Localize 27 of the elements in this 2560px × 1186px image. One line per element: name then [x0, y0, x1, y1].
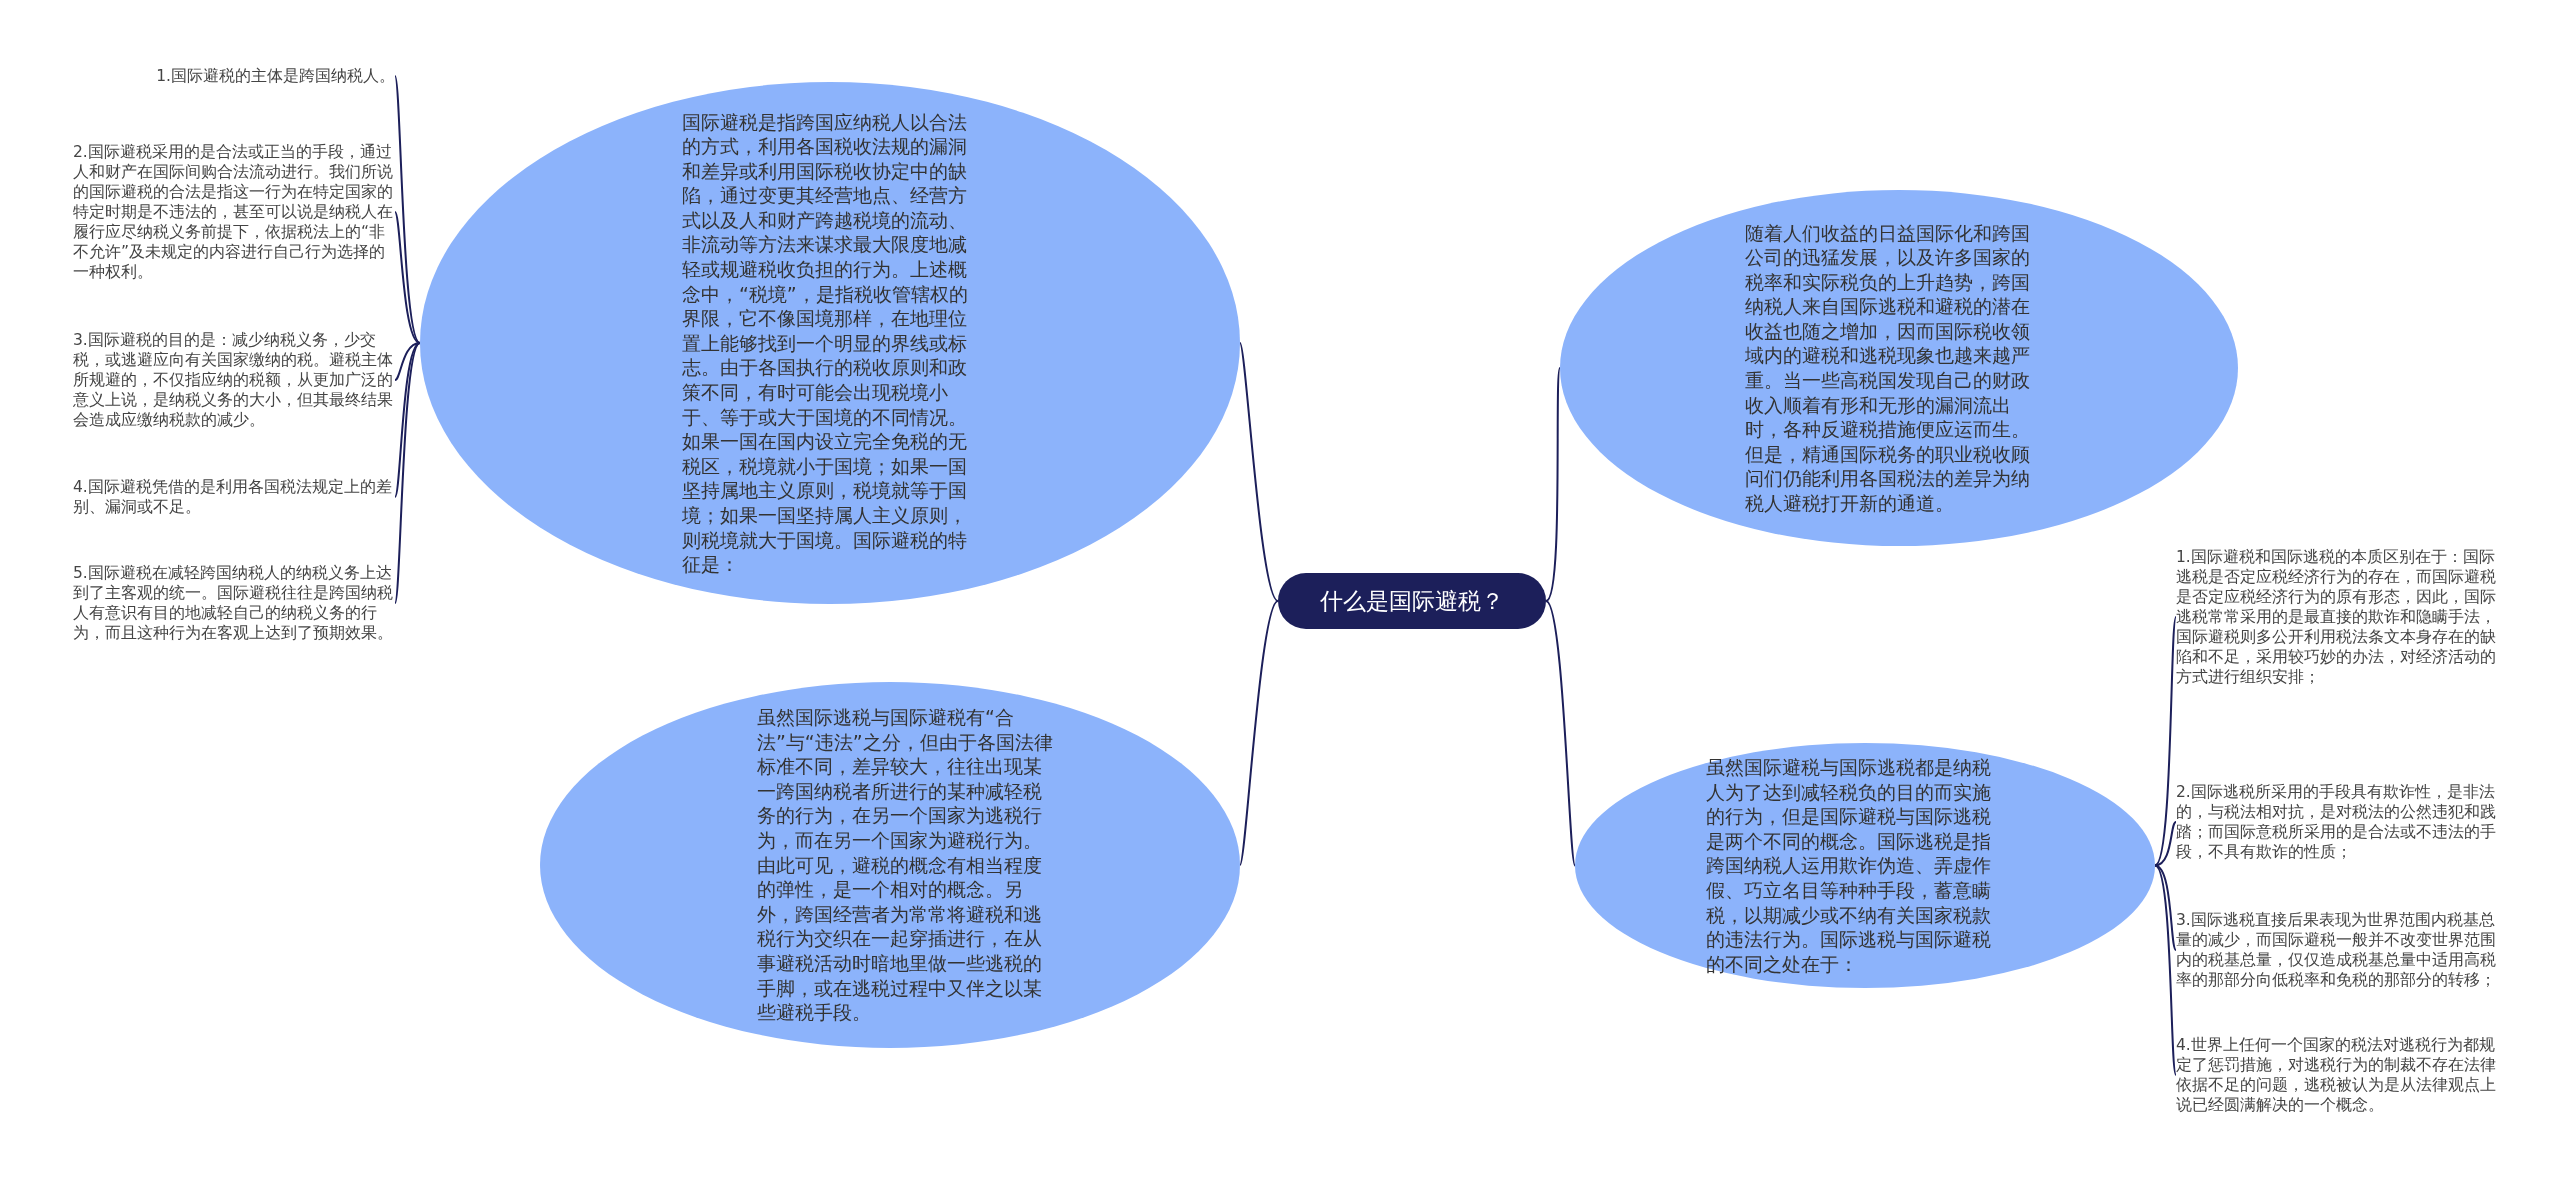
connector-line [2154, 864, 2177, 1076]
bubble-text: 虽然国际避税与国际逃税都是纳税人为了达到减轻税负的目的而实施的行为，但是国际避税与国际逃税是两个不同的概念。国际逃税是指跨国纳税人运用欺诈伪造、弄虚作假、巧立名目等种种手段，蓄意瞒税，以期减少或不纳有关国家税款的违法行为。国际逃税与国际避税的不同之处在于： [1706, 755, 1992, 977]
connector-line [394, 342, 421, 604]
connector-line [1545, 600, 1576, 867]
connector-line [394, 75, 421, 344]
list-item-text: 4.国际避税凭借的是利用各国税法规定上的差别、漏洞或不足。 [73, 477, 395, 517]
connector-line [2154, 821, 2177, 867]
connector-line [394, 342, 421, 381]
connector-line [2154, 616, 2177, 867]
connector-line [2154, 864, 2177, 951]
list-item-text: 3.国际避税的目的是：减少纳税义务，少交税，或逃避应向有关国家缴纳的税。避税主体所规避的，不仅指应纳的税额，从更加广泛的意义上说，是纳税义务的大小，但其最终结果会造成应缴纳税款的减少。 [73, 330, 395, 430]
list-item-text: 3.国际逃税直接后果表现为世界范围内税基总量的减少，而国际避税一般并不改变世界范围内的税基总量，仅仅造成税基总量中适用高税率的那部分向低税率和免税的那部分的转移； [2176, 910, 2506, 990]
list-item-text: 2.国际逃税所采用的手段具有欺诈性，是非法的，与税法相对抗，是对税法的公然违犯和践踏；而国际意税所采用的是合法或不违法的手段，不具有欺诈的性质； [2176, 782, 2506, 862]
bubble-text: 随着人们收益的日益国际化和跨国公司的迅猛发展，以及许多国家的税率和实际税负的上升趋势，跨国纳税人来自国际逃税和避税的潜在收益也随之增加，因而国际税收领域内的避税和逃税现象也越来越严重。当一些高税国发现自己的财政收入顺着有形和无形的漏洞流出时，各种反避税措施便应运而生。但是，精通国际税务的职业税收顾问们仍能利用各国税法的差异为纳税人避税打开新的通道。 [1745, 220, 2031, 516]
bubble-text: 虽然国际逃税与国际避税有“合法”与“违法”之分，但由于各国法律标准不同，差异较大，往往出现某一跨国纳税者所进行的某种减轻税务的行为，在另一个国家为逃税行为，而在另一个国家为避税行为。由此可见，避税的概念有相当程度的弹性，是一个相对的概念。另外，跨国经营者为常常将避税和逃税行为交织在一起穿插进行，在从事避税活动时暗地里做一些逃税的手脚，或在逃税过程中又伴之以某些避税手段。 [757, 705, 1054, 1025]
list-item-text: 1.国际避税和国际逃税的本质区别在于：国际逃税是否定应税经济行为的存在，而国际避税是否定应税经济行为的原有形态，因此，国际逃税常常采用的是最直接的欺诈和隐瞒手法，国际避税则多公开利用税法条文本身存在的缺陷和不足，采用较巧妙的办法，对经济活动的方式进行组织安排； [2176, 547, 2506, 687]
topic-pill: 什么是国际避税？ [1278, 573, 1546, 629]
list-item-text: 5.国际避税在减轻跨国纳税人的纳税义务上达到了主客观的统一。国际避税往往是跨国纳税人有意识有目的地减轻自己的纳税义务的行为，而且这种行为在客观上达到了预期效果。 [73, 563, 395, 643]
list-item-text: 2.国际避税采用的是合法或正当的手段，通过人和财产在国际间购合法流动进行。我们所说的国际避税的合法是指这一行为在特定国家的特定时期是不违法的，甚至可以说是纳税人在履行应尽纳税义务前提下，依据税法上的“非不允许”及未规定的内容进行自己行为选择的一种权利。 [73, 142, 395, 282]
connector-line [1239, 600, 1279, 866]
connector-line [394, 211, 421, 344]
connector-line [1545, 367, 1561, 602]
connector-line [1239, 342, 1279, 602]
bubble-text: 国际避税是指跨国应纳税人以合法的方式，利用各国税收法规的漏洞和差异或利用国际税收协定中的缺陷，通过变更其经营地点、经营方式以及人和财产跨越税境的流动、非流动等方法来谋求最大限度地减轻或规避税收负担的行为。上述概念中，“税境”，是指税收管辖权的界限，它不像国境那样，在地理位置上能够找到一个明显的界线或标志。由于各国执行的税收原则和政策不同，有时可能会出现税境小于、等于或大于国境的不同情况。如果一国在国内设立完全免税的无税区，税境就小于国境；如果一国坚持属地主义原则，税境就等于国境；如果一国坚持属人主义原则，则税境就大于国境。国际避税的特征是： [682, 109, 969, 577]
list-item-text: 4.世界上任何一个国家的税法对逃税行为都规定了惩罚措施，对逃税行为的制裁不存在法律依据不足的问题，逃税被认为是从法律观点上说已经圆满解决的一个概念。 [2176, 1035, 2506, 1115]
connector-line [394, 342, 421, 498]
list-item-text: 1.国际避税的主体是跨国纳税人。 [80, 66, 395, 86]
